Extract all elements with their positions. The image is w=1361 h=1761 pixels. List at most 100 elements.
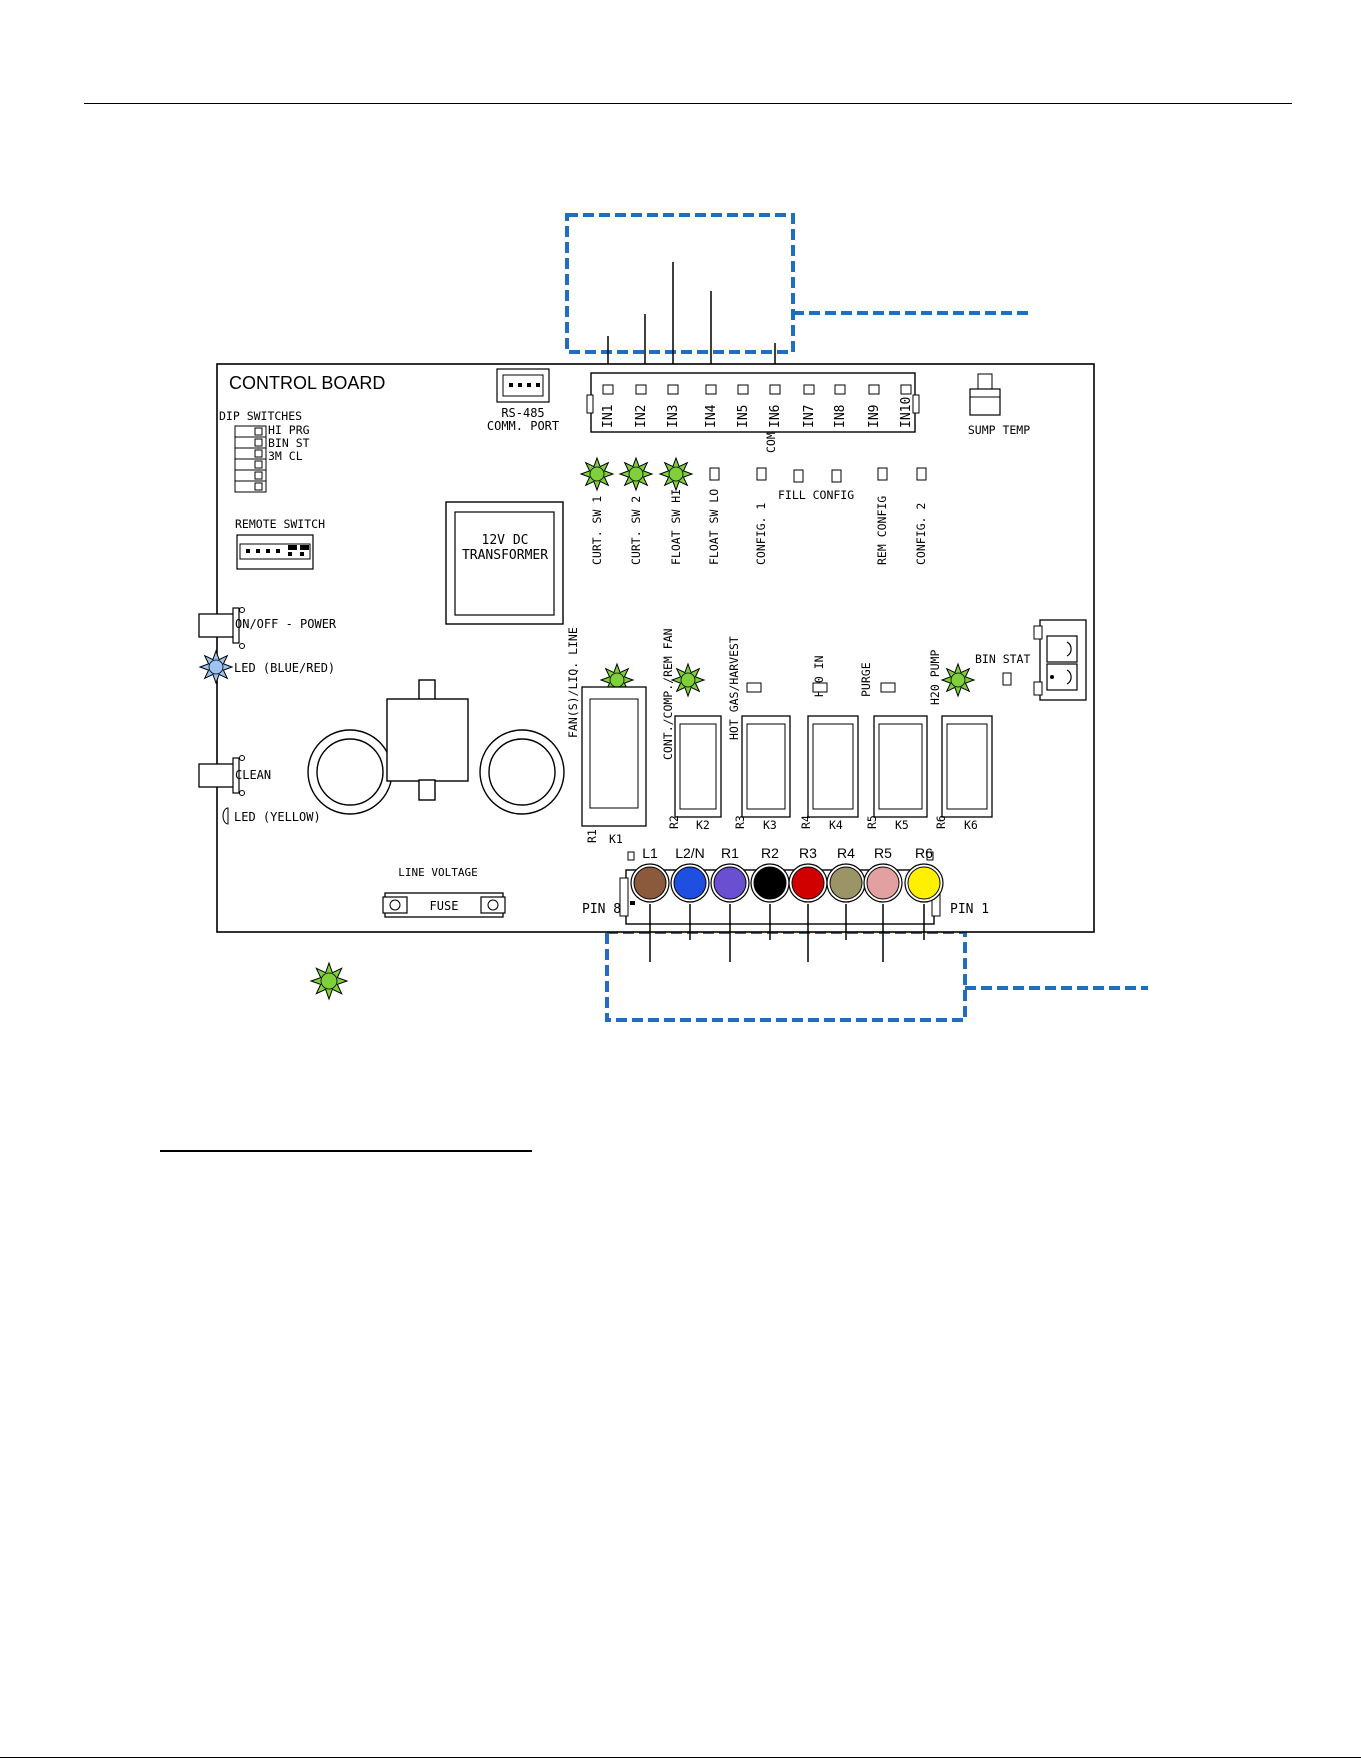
fill-config-label: FILL CONFIG	[778, 488, 854, 502]
transformer-line1: 12V DC	[482, 533, 529, 548]
input-pin	[769, 384, 781, 395]
relay-inner	[812, 723, 854, 810]
clean-switch[interactable]	[198, 755, 245, 796]
com-label: COM	[764, 432, 778, 453]
transformer-line2: TRANSFORMER	[462, 548, 548, 563]
input-led-row: CURT. SW 1 CURT. SW 2 FLOAT SW HI FLOAT SW …	[579, 456, 928, 565]
input-pin	[900, 384, 912, 395]
terminal-label: L1	[642, 845, 658, 861]
input-pin-label: IN2	[634, 405, 649, 428]
input-pin-label: IN1	[601, 405, 616, 428]
relay	[741, 715, 791, 818]
fill-config-led	[793, 469, 804, 483]
comm-port: RS-485 COMM. PORT	[487, 368, 559, 433]
output-led-on	[940, 662, 976, 698]
input-pin	[834, 384, 846, 395]
input-pin	[868, 384, 880, 395]
input-led-label: REM CONFIG	[875, 496, 889, 565]
sump-temp-connector: SUMP TEMP	[968, 373, 1030, 437]
input-pin	[737, 384, 749, 395]
board-title: CONTROL BOARD	[229, 373, 385, 393]
terminal-label: R3	[799, 845, 817, 861]
input-pin-label: IN4	[704, 404, 719, 428]
terminal-wire	[753, 866, 787, 900]
terminal-wire	[829, 866, 863, 900]
terminal-wire	[907, 866, 941, 900]
input-led-label: FLOAT SW LO	[707, 489, 721, 565]
input-led-label: CURT. SW 2	[629, 496, 643, 565]
input-pin	[705, 384, 717, 395]
pin1-label: PIN 1	[950, 902, 989, 917]
terminal-wire	[713, 866, 747, 900]
board-outline	[216, 363, 1095, 933]
relay-k-label: K2	[696, 818, 710, 832]
terminal-label: R4	[837, 845, 855, 861]
output-led-off	[812, 682, 828, 693]
terminal-label: L2/N	[675, 845, 705, 861]
fill-config-led	[831, 469, 842, 483]
terminal-wire	[866, 866, 900, 900]
output-label: PURGE	[859, 662, 873, 697]
fuse-label: FUSE	[430, 899, 459, 913]
relay-inner	[589, 698, 639, 809]
relay	[873, 715, 928, 818]
input-pin-label: IN7	[802, 405, 817, 428]
power-switch-label: ON/OFF - POWER	[235, 617, 337, 631]
transformer: 12V DC TRANSFORMER	[445, 501, 564, 625]
relay-r-label: R1	[585, 829, 599, 843]
line-voltage-label: LINE VOLTAGE	[398, 866, 477, 879]
comm-port-line2: COMM. PORT	[487, 419, 559, 433]
input-led-label: CURT. SW 1	[590, 496, 604, 565]
relay-r-label: R5	[865, 815, 879, 829]
relay	[674, 715, 722, 818]
input-pin-label: IN6	[768, 405, 783, 428]
line-voltage-fuse: LINE VOLTAGE FUSE	[382, 866, 506, 918]
relay	[807, 715, 859, 818]
input-pin	[602, 384, 614, 395]
relay-inner	[878, 723, 923, 810]
footer-rule	[0, 1757, 1361, 1758]
relay-r-label: R2	[667, 815, 681, 829]
capacitor-assembly	[307, 679, 565, 815]
input-pin-label: IN10	[899, 397, 914, 428]
dip-switches: DIP SWITCHES HI PRG BIN ST 3M CL	[219, 409, 310, 493]
input-pin-label: IN9	[867, 405, 882, 428]
relay-k-label: K3	[763, 818, 777, 832]
output-label: CONT./COMP./REM FAN	[661, 628, 675, 760]
power-led	[198, 649, 234, 685]
input-led-off	[709, 467, 720, 481]
clean-label: CLEAN	[235, 768, 271, 782]
input-pin-label: IN5	[736, 405, 751, 428]
pin8-label: PIN 8	[582, 902, 621, 917]
relay-k-label: K4	[829, 818, 843, 832]
power-led-core	[208, 659, 224, 675]
output-led-off	[746, 682, 762, 693]
terminal-wire	[673, 866, 707, 900]
terminal-leaders	[649, 904, 925, 962]
relay-k-label: K6	[964, 818, 978, 832]
relay-inner	[946, 723, 988, 810]
bin-stat-connector	[1002, 619, 1087, 701]
input-led-label: FLOAT SW HI	[669, 489, 683, 565]
input-led-on	[579, 456, 615, 492]
input-led-off	[877, 467, 888, 481]
input-led-off	[756, 467, 767, 481]
terminal-label: R6	[915, 845, 933, 861]
output-label: FAN(S)/LIQ. LINE	[566, 627, 580, 738]
dip-item-bin-st: BIN ST	[268, 436, 310, 450]
remote-switch-label: REMOTE SWITCH	[235, 517, 325, 531]
relay-k-label: K5	[895, 818, 909, 832]
led-yellow-label: LED (YELLOW)	[234, 810, 321, 824]
legend-led	[309, 961, 349, 1001]
remote-switch: REMOTE SWITCH	[235, 517, 325, 570]
relay-r-label: R3	[733, 815, 747, 829]
clean-led	[222, 807, 229, 825]
relay-r-label: R4	[799, 815, 813, 829]
terminal-label: R2	[761, 845, 779, 861]
header-rule	[84, 103, 1292, 104]
power-switch[interactable]	[198, 607, 245, 649]
legend-led-core	[320, 972, 338, 990]
